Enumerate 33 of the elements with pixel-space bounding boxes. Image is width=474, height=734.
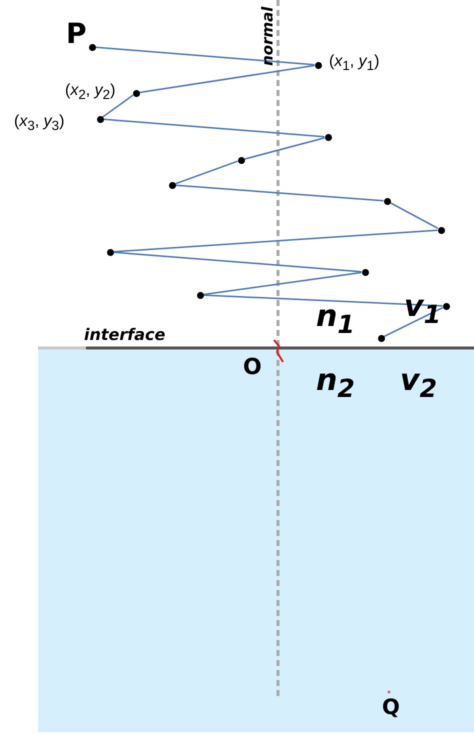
point-dot [442,302,450,310]
point-label: (x$_{2}$, y$_{2}$) [65,81,116,104]
path-segment [139,64,315,94]
path-segment [102,94,134,118]
point-label: Q [382,696,400,720]
point-dot [106,248,114,256]
path-segment [175,160,238,185]
point-dot [324,134,332,140]
path-segment [113,252,362,272]
point-label: O [243,356,262,380]
point-dot [378,334,384,342]
path-segment [203,294,443,307]
point-dot [438,226,444,234]
point-label: (x$_{3}$, y$_{3}$) [14,112,64,136]
point-dot [168,182,176,188]
axis-label: interface [84,326,166,344]
path-segment [390,202,438,229]
point-dot [238,156,244,164]
axis-label: normal [259,6,276,66]
point-dot [362,268,368,276]
path-segment [244,137,325,160]
path-segment [113,229,438,253]
path-segment [203,272,362,296]
symbol-label: v$_{2}$ [400,364,437,402]
point-dot [384,198,390,204]
symbol-label: n$_{1}$ [316,300,355,338]
point-label: (x$_{1}$, y$_{1}$) [329,52,380,76]
point-dot [196,292,204,298]
path-segment [103,118,325,138]
path-segment [175,184,384,202]
symbol-label: n$_{2}$ [316,364,355,402]
path-segment [95,46,315,66]
point-label: P [66,18,87,50]
